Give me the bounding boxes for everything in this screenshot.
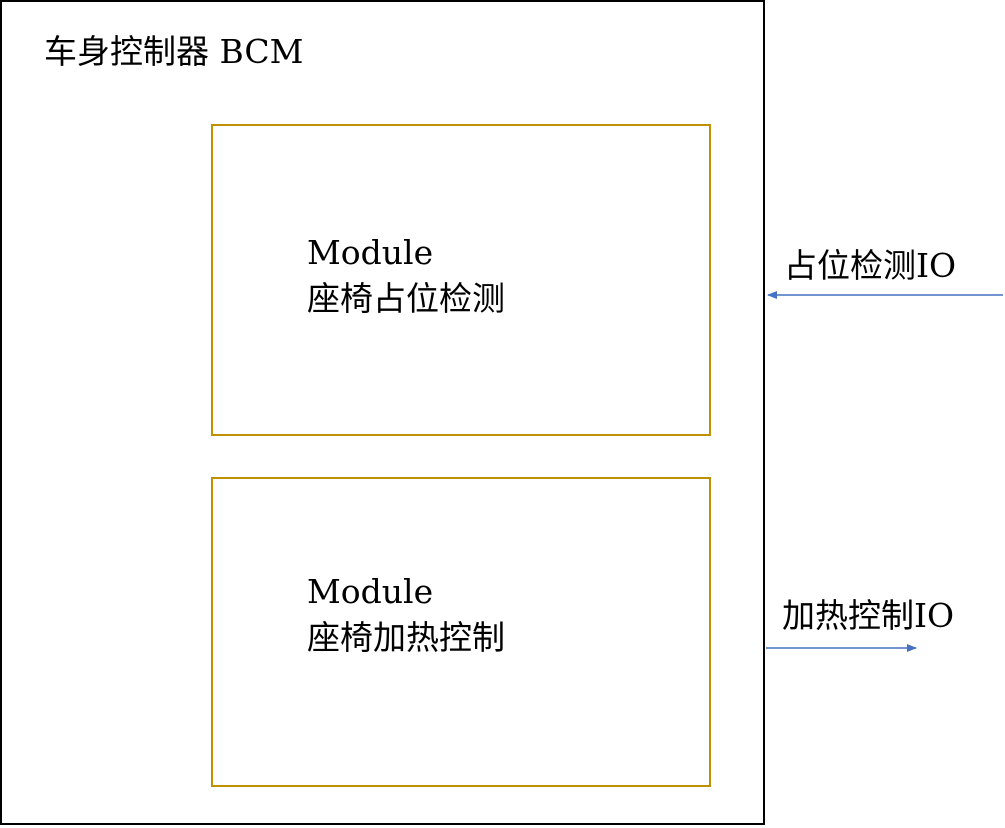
module-seat-heating-label: Module 座椅加热控制 — [307, 569, 505, 661]
module-seat-occupancy-type: Module — [307, 233, 434, 272]
bcm-container: 车身控制器 BCM Module 座椅占位检测 Module 座椅加热控制 — [0, 0, 765, 825]
module-seat-occupancy-label: Module 座椅占位检测 — [307, 230, 505, 322]
bcm-title: 车身控制器 BCM — [44, 32, 304, 71]
module-seat-heating: Module 座椅加热控制 — [211, 477, 711, 787]
module-seat-occupancy-name: 座椅占位检测 — [307, 279, 505, 318]
module-seat-heating-name: 座椅加热控制 — [307, 618, 505, 657]
io-heating-label: 加热控制IO — [782, 596, 955, 635]
module-seat-heating-type: Module — [307, 572, 434, 611]
io-occupancy-label: 占位检测IO — [784, 246, 957, 285]
module-seat-occupancy: Module 座椅占位检测 — [211, 124, 711, 436]
